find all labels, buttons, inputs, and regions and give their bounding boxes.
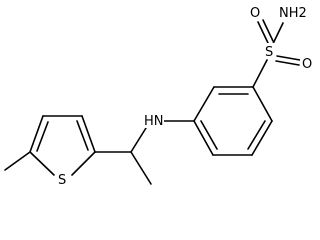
atom-nh2: NH2 <box>276 3 316 21</box>
atom-label-nh: HN <box>144 114 164 129</box>
bond-ring-4 <box>193 120 214 156</box>
atom-label-s-sulfonyl: S <box>265 45 273 60</box>
bond-thio-c4-c5-double <box>36 121 49 152</box>
atom-nh: HN <box>143 112 164 129</box>
bond-ring-double-left <box>200 120 218 150</box>
atom-s-thiophene: S <box>56 170 70 188</box>
atom-label-o-top: O <box>250 6 260 21</box>
bond-thio-methyl <box>4 151 31 171</box>
bond-ring-2 <box>251 120 273 156</box>
bond-s-ring <box>252 59 268 88</box>
bond-ch-methyl <box>130 151 152 185</box>
bond-s-o-top-b <box>262 19 274 42</box>
bond-thio-s-c2 <box>71 151 96 176</box>
atom-label-nh2: NH2 <box>279 6 307 21</box>
molecule-structure: NH2 S O O HN S <box>4 3 316 188</box>
bond-s-o-right-a <box>276 55 301 61</box>
bond-ring-double-right <box>247 120 266 150</box>
bond-thio-c5-s <box>29 151 55 176</box>
bond-thio-c2-c3 <box>81 115 96 153</box>
bond-thio-c2-c3-double <box>76 120 89 151</box>
bond-thio-c4-c5 <box>29 115 44 153</box>
bond-ring-1 <box>252 86 273 122</box>
bond-nh-ch <box>130 127 147 153</box>
atom-o-top: O <box>249 4 262 21</box>
atom-label-o-right: O <box>302 57 312 72</box>
bond-s-o-right-b <box>275 60 300 66</box>
atom-o-right: O <box>300 55 314 72</box>
bond-s-o-top-a <box>257 21 269 44</box>
atom-labels: NH2 S O O HN S <box>56 3 316 188</box>
bond-ring-5 <box>193 86 215 122</box>
atom-label-s-thiophene: S <box>58 173 66 188</box>
atom-s-sulfonyl: S <box>263 43 275 60</box>
bonds <box>4 19 301 185</box>
